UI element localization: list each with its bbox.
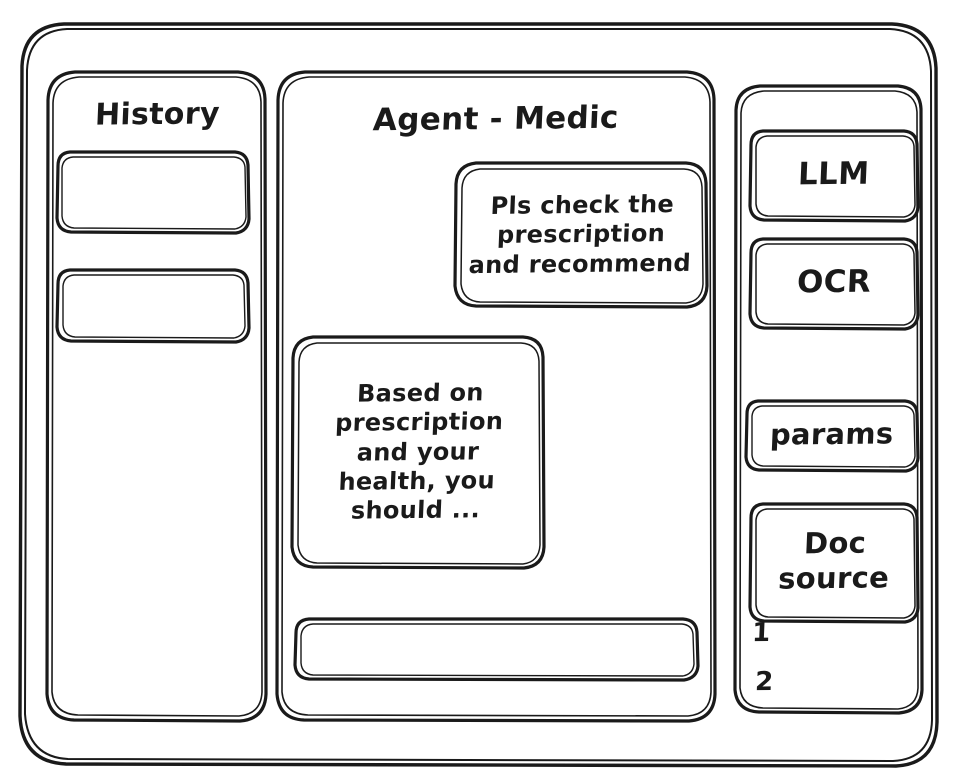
tool-button-ocr[interactable]: OCR — [750, 238, 918, 328]
assistant-message-bubble: Based on prescription and your health, y… — [292, 336, 544, 568]
user-message-text: Pls check the prescription and recommend — [468, 189, 692, 279]
message-composer-input[interactable] — [294, 618, 698, 680]
tool-button-doc-source[interactable]: Doc source — [750, 503, 918, 620]
doc-source-item-label: 2 — [754, 667, 775, 698]
agent-panel-title: Agent - Medic — [277, 95, 715, 145]
tool-llm-label: LLM — [797, 155, 871, 193]
user-message-bubble: Pls check the prescription and recommend — [455, 162, 707, 307]
history-title-text: History — [93, 96, 221, 133]
tool-params-label: params — [769, 416, 895, 452]
history-list-item[interactable] — [57, 151, 249, 233]
tool-button-llm[interactable]: LLM — [750, 130, 918, 220]
tool-ocr-label: OCR — [796, 263, 872, 301]
doc-source-list-item[interactable]: 2 — [754, 664, 795, 702]
doc-source-list-item[interactable]: 1 — [751, 616, 792, 652]
doc-source-item-label: 1 — [751, 618, 772, 649]
assistant-message-text: Based on prescription and your health, y… — [334, 378, 504, 525]
tool-doc-source-label: Doc source — [777, 525, 890, 597]
history-panel-title: History — [47, 92, 267, 138]
agent-title-text: Agent - Medic — [372, 99, 620, 139]
tool-button-params[interactable]: params — [746, 400, 918, 470]
history-list-item[interactable] — [57, 269, 249, 342]
